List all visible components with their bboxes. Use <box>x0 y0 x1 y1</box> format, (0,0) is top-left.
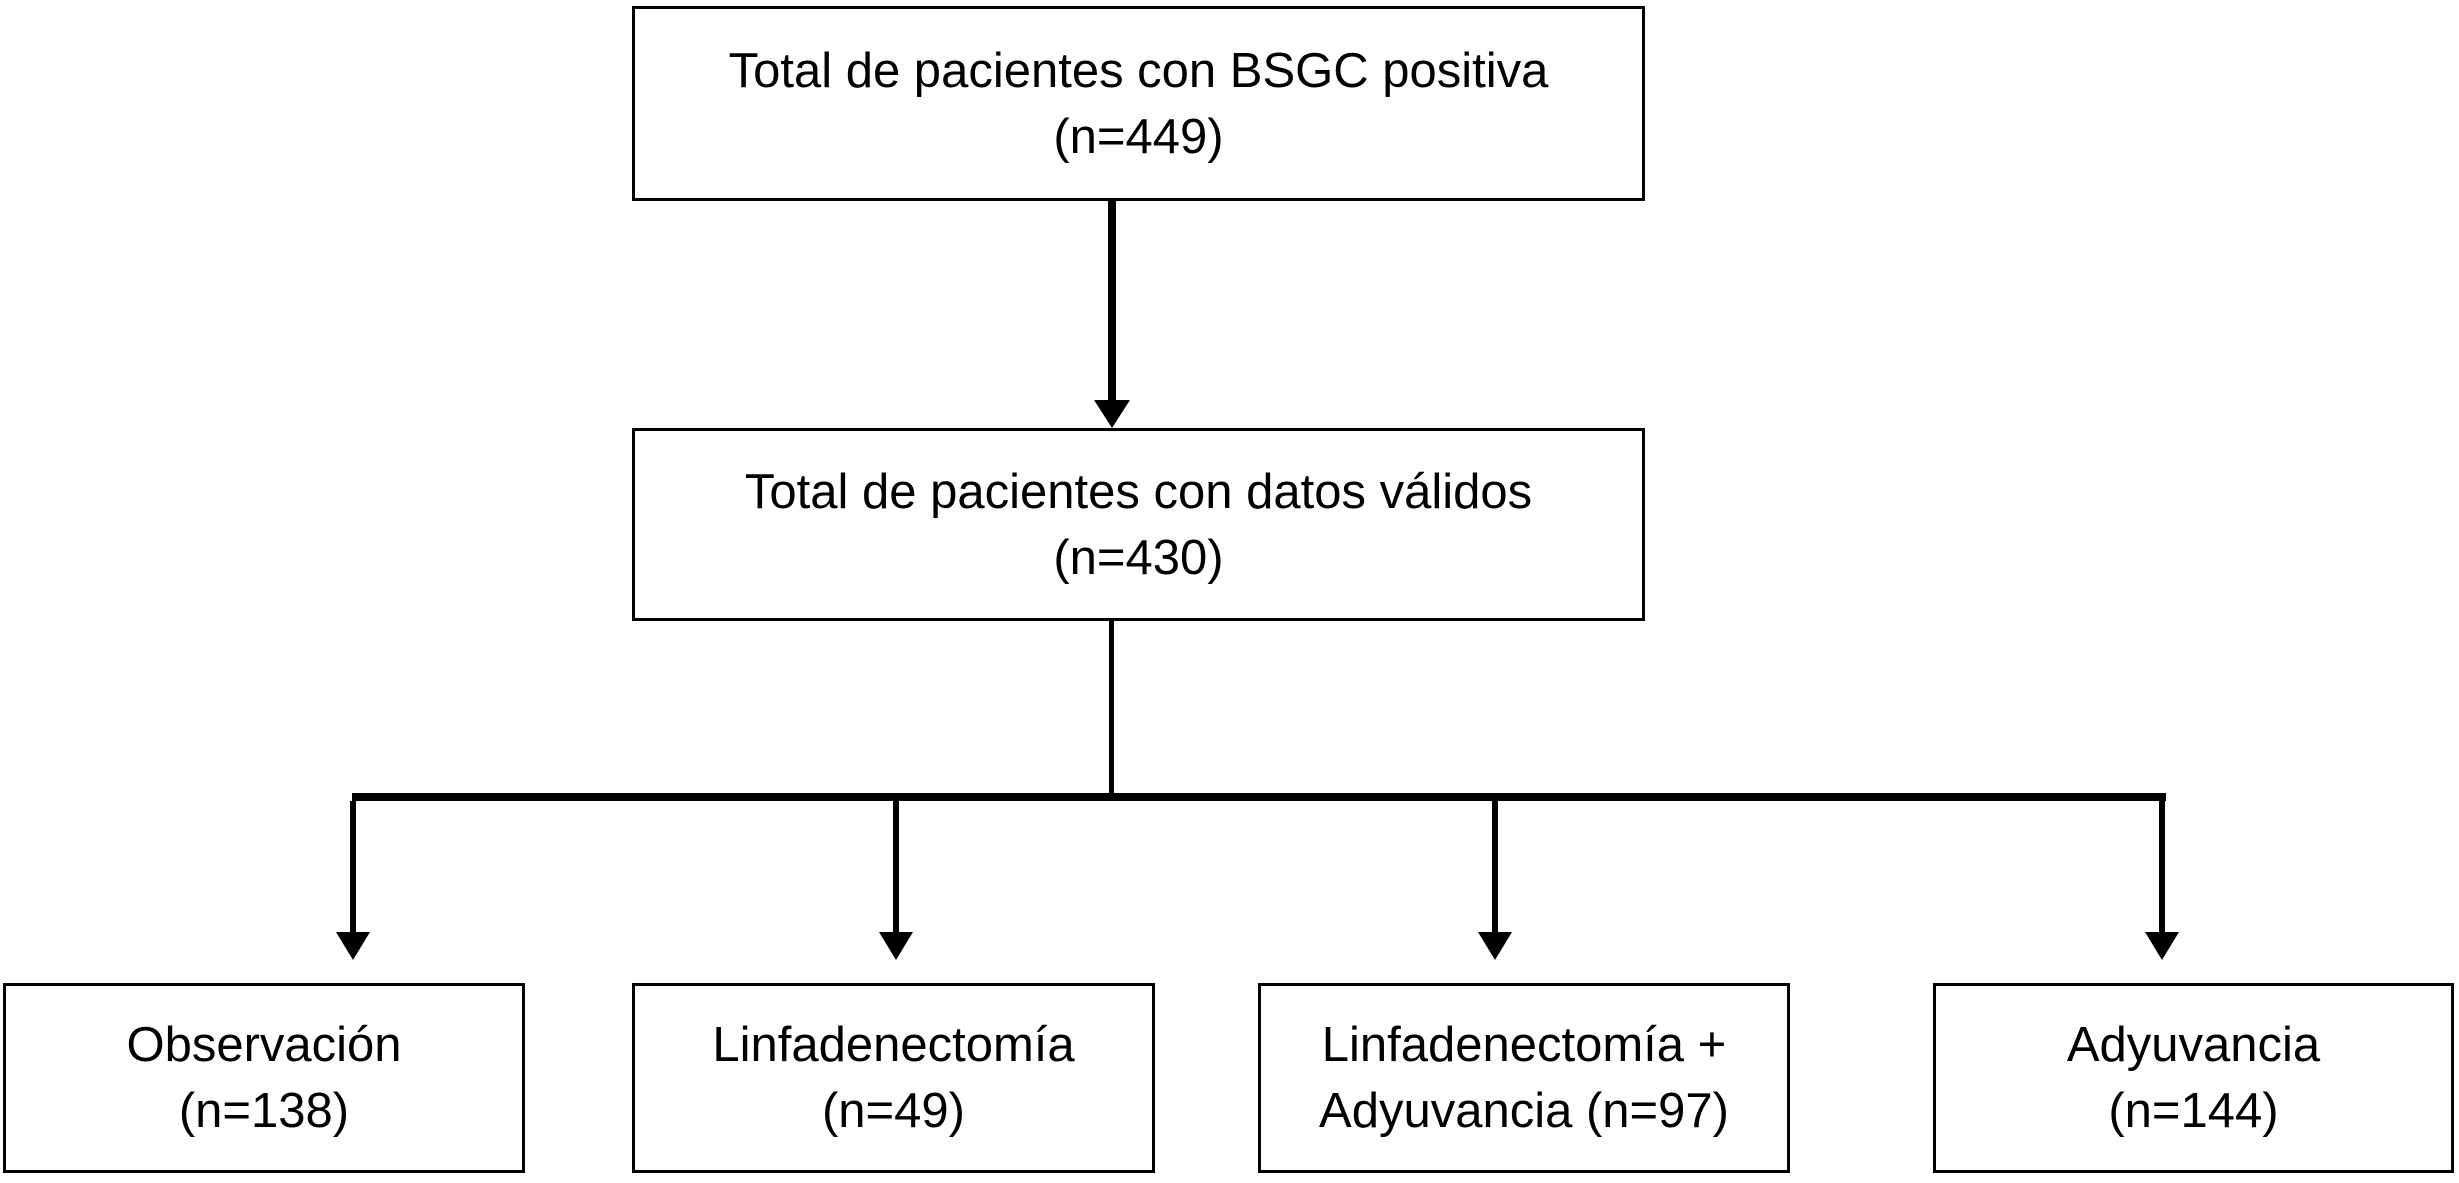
node-count: Adyuvancia (n=97) <box>1319 1084 1729 1138</box>
node-observacion: Observación (n=138) <box>3 983 525 1173</box>
node-linfadenectomia-adyuvancia: Linfadenectomía + Adyuvancia (n=97) <box>1258 983 1790 1173</box>
node-linfadenectomia: Linfadenectomía (n=49) <box>632 983 1155 1173</box>
node-adyuvancia: Adyuvancia (n=144) <box>1933 983 2454 1173</box>
connector-top-to-mid <box>1108 201 1116 402</box>
node-label: Linfadenectomía + <box>1321 1018 1727 1072</box>
connector-branch-linfadenectomia-adyuvancia <box>1492 801 1498 932</box>
node-count: (n=144) <box>2108 1084 2279 1138</box>
node-count: (n=449) <box>1053 109 1224 164</box>
node-total-bsgc-positiva: Total de pacientes con BSGC positiva (n=… <box>632 6 1645 201</box>
node-label: Linfadenectomía <box>712 1018 1075 1072</box>
node-count: (n=430) <box>1053 530 1224 585</box>
arrowhead-down-icon <box>336 932 370 960</box>
node-count: (n=138) <box>178 1084 350 1138</box>
node-label: Total de pacientes con datos válidos <box>744 464 1533 519</box>
node-datos-validos: Total de pacientes con datos válidos (n=… <box>632 428 1645 621</box>
connector-mid-stem <box>1109 621 1114 793</box>
arrowhead-down-icon <box>879 932 913 960</box>
node-label: Adyuvancia <box>2066 1018 2321 1072</box>
node-label: Observación <box>126 1018 402 1072</box>
arrowhead-down-icon <box>1094 400 1130 428</box>
arrowhead-down-icon <box>1478 932 1512 960</box>
arrowhead-down-icon <box>2145 932 2179 960</box>
node-count: (n=49) <box>821 1084 965 1138</box>
node-label: Total de pacientes con BSGC positiva <box>728 43 1549 98</box>
connector-branch-linfadenectomia <box>893 801 899 932</box>
connector-branch-adyuvancia <box>2159 801 2165 932</box>
connector-branch-observacion <box>350 801 356 932</box>
connector-distribution-line <box>352 793 2166 801</box>
